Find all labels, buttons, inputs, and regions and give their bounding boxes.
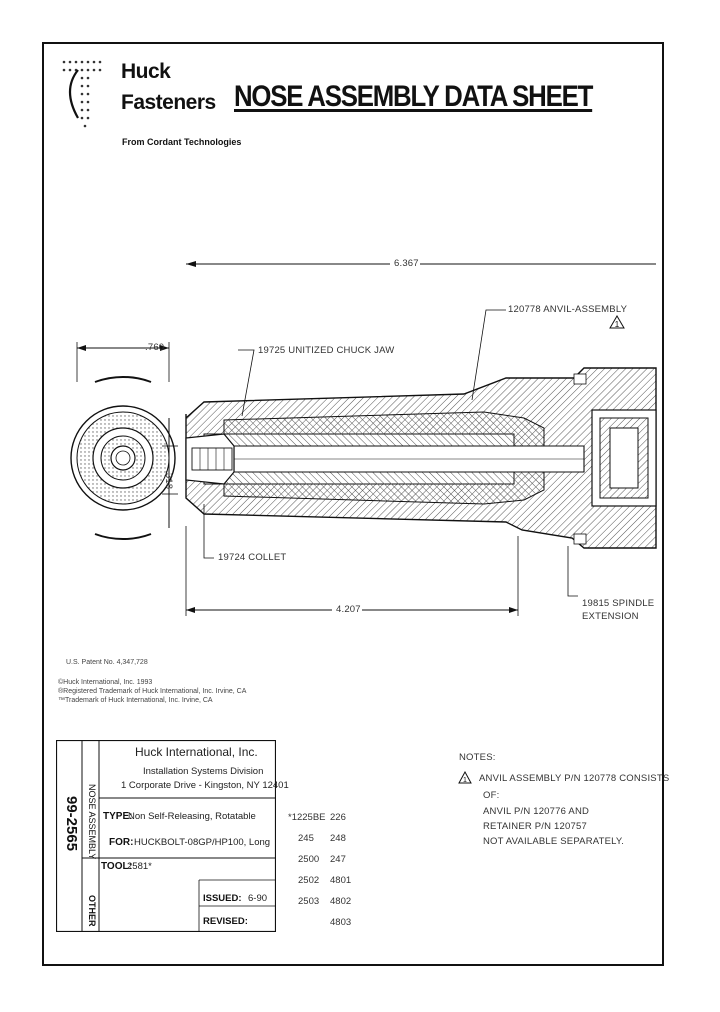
category-label: NOSE ASSEMBLY xyxy=(87,784,97,860)
issued-value: 6-90 xyxy=(248,893,268,904)
callout-chuck-jaw: 19725 UNITIZED CHUCK JAW xyxy=(258,345,395,356)
callout-anvil: 120778 ANVIL-ASSEMBLY xyxy=(508,304,628,315)
type-label: TYPE: xyxy=(103,811,133,822)
callout-collet: 19724 COLLET xyxy=(218,552,287,563)
note1-line4: RETAINER P/N 120757 xyxy=(483,821,587,832)
notes-heading: NOTES: xyxy=(459,752,496,763)
page-title: NOSE ASSEMBLY DATA SHEET xyxy=(234,80,593,113)
huck-logo-icon xyxy=(62,60,102,128)
registered-text: ®Registered Trademark of Huck Internatio… xyxy=(58,688,247,695)
dim-collet-length: 4.207 xyxy=(336,604,361,615)
callout-spindle-line1: 19815 SPINDLE xyxy=(582,598,655,609)
tool-item: *1225BE xyxy=(288,812,326,823)
note1-line3: ANVIL P/N 120776 AND xyxy=(483,806,590,817)
tool-item: 226 xyxy=(330,812,346,823)
tool-item: 2502 xyxy=(298,875,320,886)
patent-text: U.S. Patent No. 4,347,728 xyxy=(66,659,148,666)
dim-front-width: .760 xyxy=(145,342,165,353)
tool-item: 248 xyxy=(330,833,346,844)
callout-spindle-line2: EXTENSION xyxy=(582,611,639,622)
for-label: FOR: xyxy=(109,837,134,848)
tool-item: 2503 xyxy=(298,896,320,907)
page-border xyxy=(42,42,664,966)
tools-col1: *1225BE 245 2500 2502 2503 xyxy=(288,807,326,912)
trademark-text: ™Trademark of Huck International, Inc. I… xyxy=(58,697,213,704)
svg-text:1: 1 xyxy=(463,777,467,784)
tool-value: 2581* xyxy=(127,861,152,872)
company-name: Huck International, Inc. xyxy=(135,745,258,759)
tool-item: 2500 xyxy=(298,854,320,865)
end-view xyxy=(70,342,176,541)
logo-line1: Huck xyxy=(121,60,171,83)
title-block xyxy=(56,740,276,932)
note1-line1: ANVIL ASSEMBLY P/N 120778 CONSISTS xyxy=(479,773,670,784)
tool-item: 247 xyxy=(330,854,346,865)
company-address: 1 Corporate Drive - Kingston, NY 12401 xyxy=(121,780,289,791)
tool-item: 4803 xyxy=(330,917,352,928)
tool-label: TOOL: xyxy=(101,861,132,872)
revised-label: REVISED: xyxy=(203,916,248,927)
tool-item: 4801 xyxy=(330,875,352,886)
copyright-text: ©Huck International, Inc. 1993 xyxy=(58,679,153,686)
doc-number: 99-2565 xyxy=(63,796,80,852)
for-value: HUCKBOLT-08GP/HP100, Long xyxy=(134,837,271,848)
other-label: OTHER xyxy=(87,895,97,927)
issued-label: ISSUED: xyxy=(203,893,242,904)
logo-line2: Fasteners xyxy=(121,91,216,114)
svg-text:1: 1 xyxy=(615,320,620,329)
note1-line5: NOT AVAILABLE SEPARATELY. xyxy=(483,836,625,847)
note1-line2: OF: xyxy=(483,790,500,801)
dim-overall: 6.367 xyxy=(394,258,419,269)
dim-bore: .318 xyxy=(163,470,174,490)
nose-assembly-drawing: 1 xyxy=(70,258,657,616)
tools-col2: 226 248 247 4801 4802 4803 xyxy=(330,807,351,933)
company-division: Installation Systems Division xyxy=(143,766,264,777)
note-triangle-icon: 1 xyxy=(458,771,472,784)
tool-item: 4802 xyxy=(330,896,352,907)
logo-tagline: From Cordant Technologies xyxy=(122,137,242,147)
type-value: Non Self-Releasing, Rotatable xyxy=(128,811,256,822)
tool-item: 245 xyxy=(298,833,314,844)
